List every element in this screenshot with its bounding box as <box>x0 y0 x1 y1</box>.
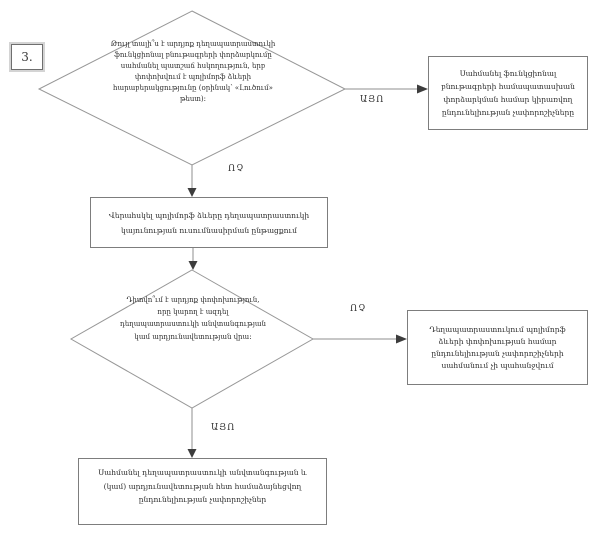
step-number-label: 3. <box>21 50 33 64</box>
process-box-no-criteria-required: Դեղապատրաստուկում պոլիմորֆ ձևերի փոփոխու… <box>407 310 588 385</box>
process-box-define-safety-criteria-text: Սահմանել դեղապատրաստուկի անվտանգության և… <box>98 468 307 504</box>
arrowhead-no-2 <box>396 334 407 344</box>
decision-functional-testing-text: Թույլ տալի՞ս է արդյոք դեղապատրաստուկի ֆո… <box>110 40 276 103</box>
process-box-monitor-stability: Վերահսկել պոլիմորֆ ձևերը դեղապատրաստուկի… <box>90 197 328 248</box>
branch-label-no-1: ՈՉ <box>228 164 245 174</box>
arrowhead-monitor-to-decision2 <box>188 261 198 270</box>
process-box-define-functional-criteria: Սահմանել ֆունկցիոնալ բնութագրերի համապատ… <box>428 56 588 130</box>
step-number-box: 3. <box>11 44 43 70</box>
branch-label-no-2: ՈՉ <box>350 304 367 314</box>
decision-change-observed-text: Դիտվո՞ւմ է արդյոք փոփոխություն, որը կարո… <box>120 296 266 341</box>
arrowhead-yes-1 <box>417 84 428 94</box>
process-box-define-safety-criteria: Սահմանել դեղապատրաստուկի անվտանգության և… <box>78 458 327 525</box>
process-box-define-functional-criteria-text: Սահմանել ֆունկցիոնալ բնութագրերի համապատ… <box>441 69 575 117</box>
arrowhead-yes-2 <box>187 449 197 458</box>
branch-label-yes-2: ԱՅՈ <box>211 423 236 433</box>
arrowhead-no-1 <box>187 188 197 197</box>
process-box-no-criteria-required-text: Դեղապատրաստուկում պոլիմորֆ ձևերի փոփոխու… <box>429 324 566 370</box>
process-box-monitor-stability-text: Վերահսկել պոլիմորֆ ձևերը դեղապատրաստուկի… <box>108 210 310 235</box>
branch-label-yes-1: ԱՅՈ <box>360 95 385 105</box>
